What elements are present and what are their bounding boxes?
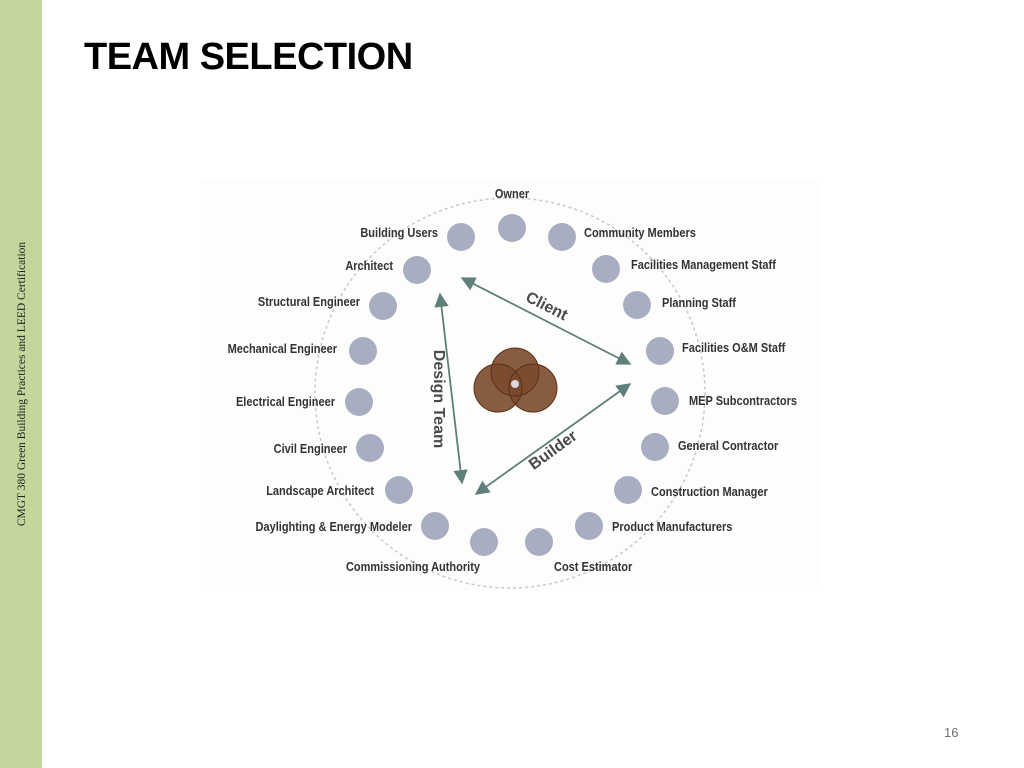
venn-center-dot — [511, 380, 519, 388]
page-title: TEAM SELECTION — [84, 36, 413, 78]
venn-overlap-right — [508, 363, 558, 413]
node-architect — [403, 256, 431, 284]
node-civil-engineer — [356, 434, 384, 462]
role-label-mechanical-engineer: Mechanical Engineer — [227, 342, 337, 356]
node-general-contractor — [641, 433, 669, 461]
node-facilities-management-staff — [592, 255, 620, 283]
diagram-graphics — [314, 197, 706, 589]
role-label-community-members: Community Members — [584, 226, 696, 240]
outer-ring — [314, 197, 706, 589]
role-label-structural-engineer: Structural Engineer — [257, 295, 360, 309]
node-daylighting-energy-modeler — [421, 512, 449, 540]
arrow-builder — [474, 383, 632, 495]
venn-circle-left — [474, 364, 522, 412]
role-label-general-contractor: General Contractor — [678, 439, 779, 453]
course-title: CMGT 380 Green Building Practices and LE… — [16, 241, 28, 527]
role-label-product-manufacturers: Product Manufacturers — [612, 520, 733, 534]
venn-logo — [473, 347, 558, 413]
role-label-building-users: Building Users — [360, 226, 438, 240]
node-cost-estimator — [525, 528, 553, 556]
role-label-construction-manager: Construction Manager — [651, 485, 768, 499]
role-label-facilities-om-staff: Facilities O&M Staff — [682, 341, 786, 355]
team-diagram: Owner Community Members Facilities Manag… — [200, 180, 820, 590]
role-label-planning-staff: Planning Staff — [662, 296, 736, 310]
venn-overlap-left — [473, 363, 523, 413]
node-structural-engineer — [369, 292, 397, 320]
role-label-landscape-architect: Landscape Architect — [266, 484, 374, 498]
arrow-client — [460, 277, 632, 365]
design-team-label: Design Team — [430, 349, 447, 449]
arrow-design-team — [434, 292, 468, 485]
node-electrical-engineer — [345, 388, 373, 416]
node-facilities-om-staff — [646, 337, 674, 365]
node-construction-manager — [614, 476, 642, 504]
sidebar-band: CMGT 380 Green Building Practices and LE… — [0, 0, 42, 768]
node-landscape-architect — [385, 476, 413, 504]
node-mep-subcontractors — [651, 387, 679, 415]
role-label-daylighting-energy-modeler: Daylighting & Energy Modeler — [255, 520, 412, 534]
node-mechanical-engineer — [349, 337, 377, 365]
node-building-users — [447, 223, 475, 251]
role-label-civil-engineer: Civil Engineer — [273, 442, 347, 456]
node-product-manufacturers — [575, 512, 603, 540]
node-community-members — [548, 223, 576, 251]
node-commissioning-authority — [470, 528, 498, 556]
venn-overlap-top — [490, 347, 540, 397]
role-label-facilities-management-staff: Facilities Management Staff — [631, 258, 776, 272]
role-label-architect: Architect — [345, 259, 393, 273]
node-owner — [498, 214, 526, 242]
role-label-commissioning-authority: Commissioning Authority — [345, 560, 480, 574]
role-label-owner: Owner — [494, 187, 530, 201]
role-label-electrical-engineer: Electrical Engineer — [235, 395, 335, 409]
page-number: 16 — [944, 725, 959, 740]
role-label-mep-subcontractors: MEP Subcontractors — [689, 394, 797, 408]
node-planning-staff — [623, 291, 651, 319]
role-label-cost-estimator: Cost Estimator — [554, 560, 633, 574]
